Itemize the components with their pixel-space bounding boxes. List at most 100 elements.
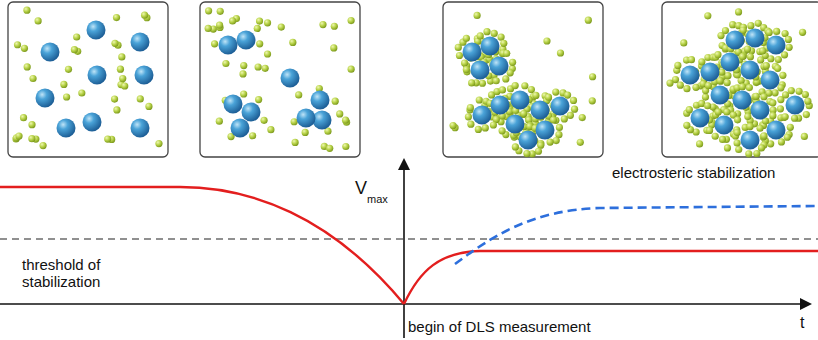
polymer-particle bbox=[781, 114, 788, 121]
polymer-particle bbox=[145, 103, 152, 110]
polymer-particle bbox=[35, 17, 42, 24]
polymer-particle bbox=[497, 33, 504, 40]
polymer-particle bbox=[111, 40, 118, 47]
polymer-particle bbox=[692, 84, 699, 91]
polymer-particle bbox=[543, 37, 550, 44]
polymer-particle bbox=[295, 91, 302, 98]
polymer-particle bbox=[319, 21, 326, 28]
polymer-particle bbox=[722, 27, 729, 34]
polymer-particle bbox=[463, 66, 470, 73]
polymer-particle bbox=[216, 22, 223, 29]
nanoparticle bbox=[536, 121, 555, 140]
polymer-particle bbox=[802, 91, 809, 98]
polymer-particle bbox=[222, 60, 229, 67]
polymer-particle bbox=[78, 89, 85, 96]
polymer-particle bbox=[104, 135, 111, 142]
nanoparticle bbox=[41, 43, 60, 62]
polymer-particle bbox=[482, 124, 489, 131]
polymer-particle bbox=[342, 117, 349, 124]
polymer-particle bbox=[348, 17, 355, 24]
polymer-particle bbox=[773, 28, 780, 35]
polymer-particle bbox=[577, 139, 584, 146]
curve-label: electrosteric stabilization bbox=[612, 164, 775, 181]
polymer-particle bbox=[723, 108, 730, 115]
polymer-particle bbox=[490, 121, 497, 128]
polymer-particle bbox=[784, 134, 791, 141]
polymer-particle bbox=[523, 150, 530, 157]
nanoparticle bbox=[741, 61, 760, 80]
nanoparticle bbox=[506, 115, 525, 134]
polymer-particle bbox=[535, 148, 542, 155]
polymer-particle bbox=[113, 106, 120, 113]
nanoparticle bbox=[88, 66, 107, 85]
nanoparticle bbox=[741, 131, 760, 150]
polymer-particle bbox=[553, 137, 560, 144]
nanoparticle bbox=[135, 66, 154, 85]
polymer-particle bbox=[292, 139, 299, 146]
polymer-particle bbox=[118, 53, 125, 60]
polymer-particle bbox=[493, 77, 500, 84]
polymer-particle bbox=[260, 117, 267, 124]
axis-label: V bbox=[355, 178, 367, 199]
vmax-axis bbox=[403, 160, 405, 338]
polymer-particle bbox=[747, 22, 754, 29]
nanoparticle bbox=[691, 109, 710, 128]
polymer-particle bbox=[65, 66, 72, 73]
polymer-particle bbox=[256, 40, 263, 47]
polymer-particle bbox=[217, 8, 224, 15]
polymer-particle bbox=[499, 86, 506, 93]
polymer-particle bbox=[336, 110, 343, 117]
polymer-particle bbox=[461, 59, 468, 66]
nanoparticle bbox=[473, 106, 492, 125]
panel-frame bbox=[443, 2, 603, 157]
polymer-particle bbox=[760, 93, 767, 100]
polymer-particle bbox=[704, 12, 711, 19]
polymer-particle bbox=[677, 82, 684, 89]
polymer-particle bbox=[449, 122, 456, 129]
polymer-particle bbox=[733, 139, 740, 146]
polymer-particle bbox=[782, 113, 789, 120]
nanoparticle bbox=[767, 36, 786, 55]
polymer-particle bbox=[766, 29, 773, 36]
polymer-particle bbox=[786, 44, 793, 51]
polymer-particle bbox=[15, 132, 22, 139]
nanoparticle bbox=[83, 113, 102, 132]
polymer-particle bbox=[119, 75, 126, 82]
nanoparticle bbox=[761, 71, 780, 90]
polymer-particle bbox=[757, 56, 764, 63]
nanoparticle bbox=[519, 131, 538, 150]
polymer-particle bbox=[205, 25, 212, 32]
polymer-particle bbox=[262, 65, 269, 72]
polymer-particle bbox=[704, 102, 711, 109]
axis-label: t bbox=[800, 314, 804, 332]
polymer-particle bbox=[739, 53, 746, 60]
panel-frame bbox=[8, 2, 168, 157]
nanoparticle bbox=[131, 119, 150, 138]
polymer-particle bbox=[778, 138, 785, 145]
polymer-particle bbox=[734, 116, 741, 123]
polymer-particle bbox=[756, 125, 763, 132]
polymer-particle bbox=[528, 86, 535, 93]
polymer-particle bbox=[278, 24, 285, 31]
polymer-particle bbox=[330, 44, 337, 51]
polymer-particle bbox=[771, 89, 778, 96]
polymer-particle bbox=[769, 112, 776, 119]
polymer-particle bbox=[255, 63, 262, 70]
polymer-particle bbox=[141, 12, 148, 19]
polymer-particle bbox=[775, 56, 782, 63]
polymer-particle bbox=[705, 82, 712, 89]
polymer-particle bbox=[29, 75, 36, 82]
polymer-particle bbox=[477, 32, 484, 39]
polymer-particle bbox=[229, 17, 236, 24]
nanoparticle bbox=[471, 61, 490, 80]
nanoparticle bbox=[297, 109, 316, 128]
polymer-particle bbox=[14, 41, 21, 48]
polymer-particle bbox=[71, 46, 78, 53]
polymer-particle bbox=[63, 93, 70, 100]
polymer-particle bbox=[532, 92, 539, 99]
polymer-particle bbox=[512, 82, 519, 89]
polymer-particle bbox=[342, 143, 349, 150]
polymer-particle bbox=[734, 129, 741, 136]
polymer-particle bbox=[686, 106, 693, 113]
polymer-particle bbox=[666, 79, 673, 86]
